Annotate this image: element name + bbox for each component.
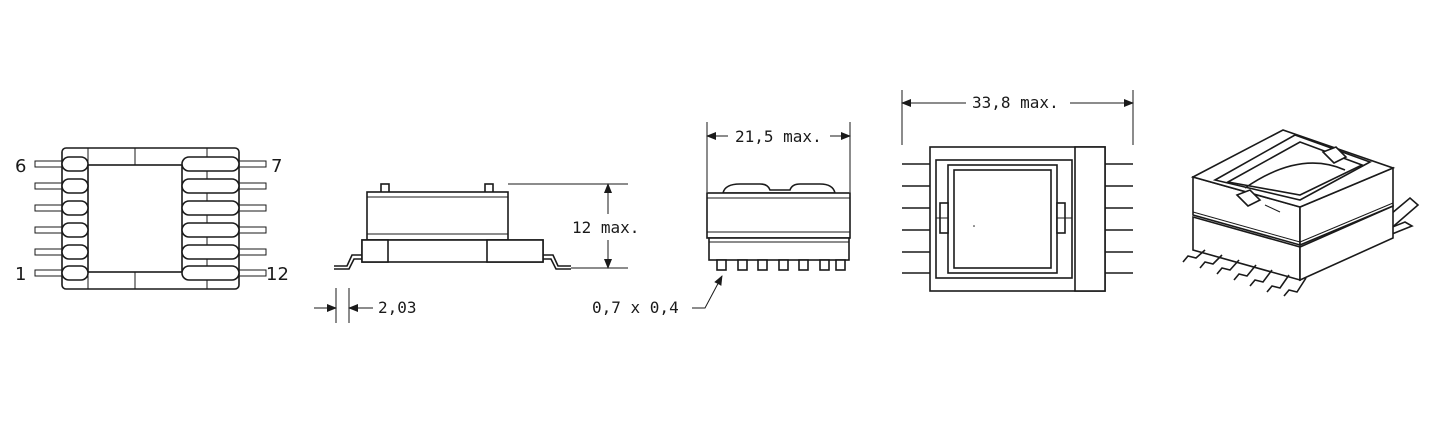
- side-pins: [716, 259, 846, 271]
- side-width-label: 21,5 max.: [735, 127, 822, 146]
- pitch-dimension-label: 2,03: [378, 298, 417, 317]
- pin-label-6: 6: [15, 156, 26, 177]
- top-view: 6 7 1 12: [15, 147, 289, 290]
- pin-section-label: 0,7 x 0,4: [592, 298, 679, 317]
- left-pads: [61, 156, 89, 281]
- bottom-pins-left: [902, 163, 930, 274]
- right-pads: [181, 156, 240, 281]
- side-view: 21,5 max. 0,7 x 0,4: [592, 122, 851, 317]
- isometric-view: [1182, 129, 1420, 297]
- front-view: 12 max. 2,03: [314, 183, 639, 323]
- bottom-pins-right: [1105, 163, 1133, 274]
- bottom-width-label: 33,8 max.: [972, 93, 1059, 112]
- pin-label-1: 1: [15, 264, 26, 285]
- height-dimension-label: 12 max.: [572, 218, 639, 237]
- pin-label-12: 12: [266, 264, 289, 285]
- left-pins: [34, 160, 64, 277]
- pin-label-7: 7: [271, 156, 282, 177]
- right-pins: [237, 160, 267, 277]
- iso-leads: [1182, 249, 1307, 297]
- bottom-view: 33,8 max.: [901, 90, 1134, 292]
